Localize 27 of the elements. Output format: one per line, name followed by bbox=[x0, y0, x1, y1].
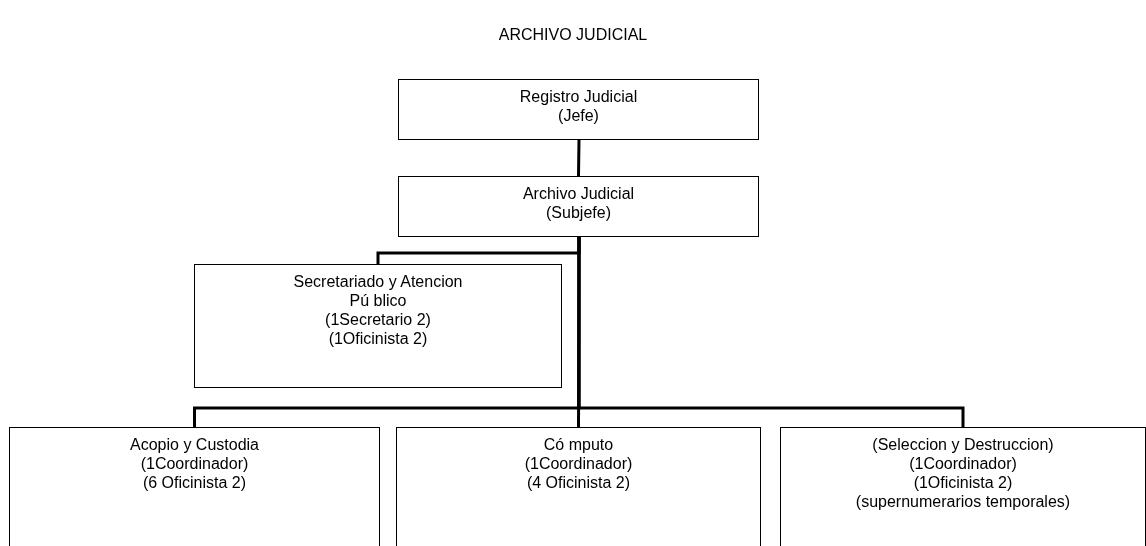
org-box bbox=[398, 176, 759, 237]
staff-text: (Subjefe) bbox=[546, 203, 611, 222]
org-box bbox=[396, 427, 761, 546]
staff-text: (1Coordinador) bbox=[140, 454, 249, 473]
unit-name: (Seleccion y Destruccion) bbox=[872, 435, 1054, 454]
org-box bbox=[780, 427, 1146, 546]
staff-text: (supernumerarios temporales) bbox=[855, 492, 1071, 511]
staff-text: (1Oficinista 2) bbox=[328, 329, 428, 348]
staff-text: (1Oficinista 2) bbox=[913, 473, 1013, 492]
staff-text: (Jefe) bbox=[558, 106, 599, 125]
connector-line bbox=[577, 139, 581, 177]
unit-name: Registro Judicial bbox=[519, 87, 638, 106]
unit-name: Archivo Judicial bbox=[522, 184, 635, 203]
org-box bbox=[194, 264, 562, 388]
staff-text: (1Secretario 2) bbox=[325, 310, 431, 329]
org-box bbox=[9, 427, 380, 546]
unit-name: Secretariado y Atencion Pú blico bbox=[292, 272, 464, 310]
connector-line bbox=[577, 237, 965, 427]
staff-text: (1Coordinador) bbox=[524, 454, 633, 473]
connector-line bbox=[577, 237, 581, 427]
unit-name: Có mputo bbox=[543, 435, 614, 454]
unit-name: Acopio y Custodia bbox=[130, 435, 259, 454]
org-box bbox=[398, 79, 759, 140]
staff-text: (4 Oficinista 2) bbox=[526, 473, 631, 492]
staff-text: (6 Oficinista 2) bbox=[142, 473, 247, 492]
chart-title: ARCHIVO JUDICIAL bbox=[497, 26, 649, 44]
staff-text: (1Coordinador) bbox=[909, 454, 1017, 473]
